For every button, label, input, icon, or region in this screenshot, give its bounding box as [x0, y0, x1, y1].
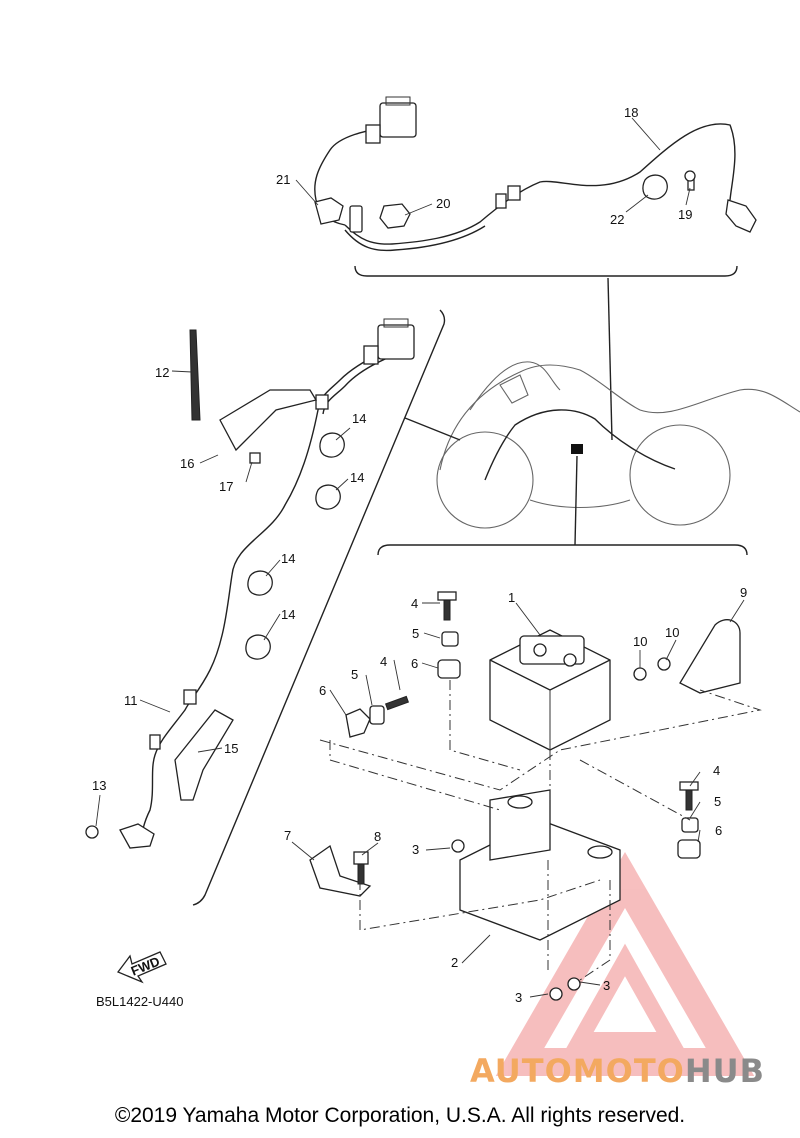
callout-18: 18 [624, 105, 638, 120]
callout-1: 1 [508, 590, 515, 605]
callout-4: 4 [411, 596, 418, 611]
abs-unit-assembly [309, 544, 762, 1001]
callout-14: 14 [281, 607, 295, 622]
callout-17: 17 [219, 479, 233, 494]
motorcycle-outline [404, 361, 800, 546]
callout-5: 5 [714, 794, 721, 809]
watermark-logo [495, 851, 755, 1076]
callout-14: 14 [350, 470, 364, 485]
watermark-text: AUTOMOTOHUB [470, 1052, 766, 1090]
callout-16: 16 [180, 456, 194, 471]
callout-6: 6 [319, 683, 326, 698]
leader-lines [95, 117, 745, 998]
callout-11: 11 [124, 693, 138, 708]
callout-5: 5 [351, 667, 358, 682]
callout-12: 12 [155, 365, 169, 380]
callout-4: 4 [380, 654, 387, 669]
callout-13: 13 [92, 778, 106, 793]
callout-9: 9 [740, 585, 747, 600]
callout-20: 20 [436, 196, 450, 211]
callout-6: 6 [411, 656, 418, 671]
callout-labels: 1 2 3 3 3 3 4 4 4 5 5 5 6 6 6 7 8 9 10 1… [92, 105, 747, 1005]
callout-10: 10 [665, 625, 679, 640]
forward-direction-arrow: FWD [116, 951, 167, 984]
fwd-label: FWD [129, 954, 162, 979]
callout-2: 2 [451, 955, 458, 970]
callout-14: 14 [352, 411, 366, 426]
callout-7: 7 [284, 828, 291, 843]
callout-21: 21 [276, 172, 290, 187]
callout-22: 22 [610, 212, 624, 227]
callout-15: 15 [224, 741, 238, 756]
rear-wheel-sensor-harness [85, 309, 446, 906]
callout-8: 8 [374, 829, 381, 844]
callout-3: 3 [412, 842, 419, 857]
callout-3: 3 [603, 978, 610, 993]
front-wheel-sensor-harness [314, 96, 757, 441]
copyright-notice: ©2019 Yamaha Motor Corporation, U.S.A. A… [114, 1104, 686, 1127]
callout-10: 10 [633, 634, 647, 649]
callout-3: 3 [515, 990, 522, 1005]
callout-5: 5 [412, 626, 419, 641]
callout-6: 6 [715, 823, 722, 838]
callout-14: 14 [281, 551, 295, 566]
callout-4: 4 [713, 763, 720, 778]
callout-19: 19 [678, 207, 692, 222]
diagram-code: B5L1422-U440 [96, 994, 183, 1009]
